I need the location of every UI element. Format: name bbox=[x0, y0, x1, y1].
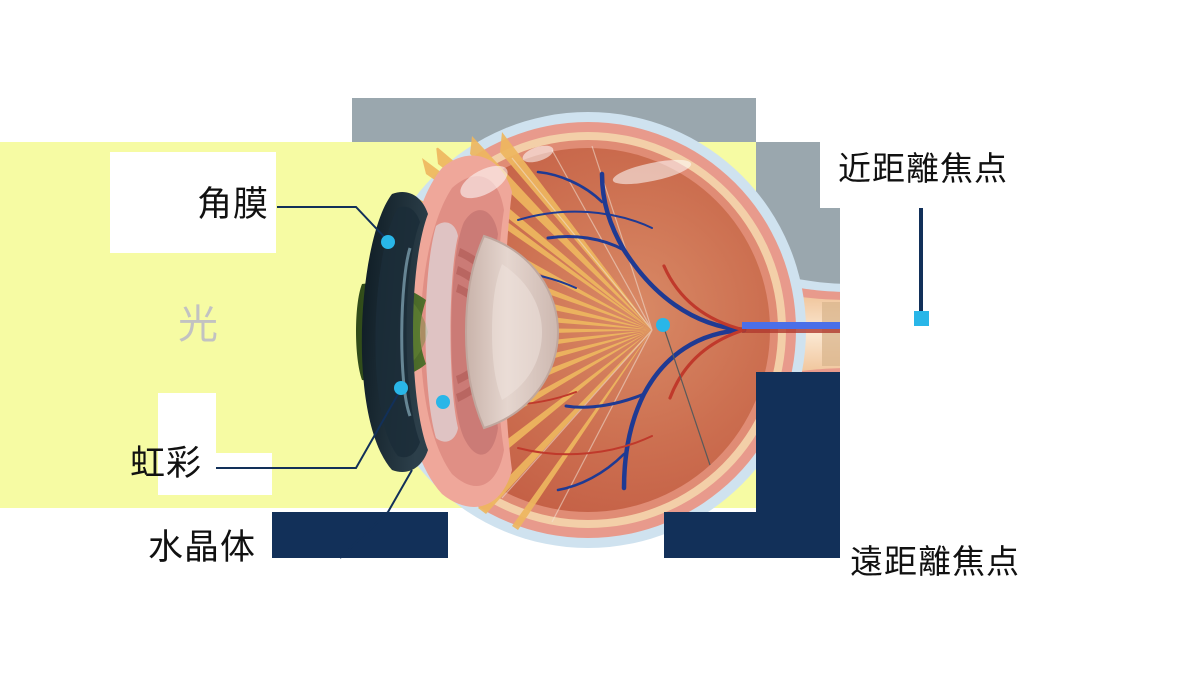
specular-highlights bbox=[460, 145, 692, 199]
navy-block-bottom-right bbox=[664, 512, 840, 558]
white-plate-right-mid bbox=[840, 142, 1200, 558]
anterior-segment bbox=[356, 155, 560, 507]
white-plate-bottom bbox=[0, 558, 1200, 700]
lens-point-marker[interactable] bbox=[436, 395, 450, 409]
iris-point-marker[interactable] bbox=[394, 381, 408, 395]
near-focus-point-marker[interactable] bbox=[914, 311, 929, 326]
eye-cross-section-illustration bbox=[352, 98, 852, 560]
white-plate-left-top bbox=[0, 0, 352, 142]
vitreous-streaks bbox=[501, 145, 653, 523]
label-far-focus: 遠距離焦点 bbox=[850, 542, 1020, 581]
retinal-vessels bbox=[413, 170, 747, 492]
light-beam bbox=[742, 322, 852, 333]
retina-point-marker[interactable] bbox=[656, 318, 670, 332]
label-lens: 水晶体 bbox=[148, 528, 257, 568]
white-plate-right-top bbox=[840, 0, 1200, 142]
label-light: 光 bbox=[178, 302, 218, 348]
cornea-point-marker[interactable] bbox=[381, 235, 395, 249]
label-near-focus: 近距離焦点 bbox=[838, 149, 1008, 188]
label-iris: 虹彩 bbox=[130, 444, 203, 484]
label-plate-cornea bbox=[110, 152, 276, 253]
label-cornea: 角膜 bbox=[197, 185, 270, 225]
label-plate-near-focus bbox=[820, 133, 1050, 208]
navy-block-bottom-left bbox=[272, 512, 448, 558]
